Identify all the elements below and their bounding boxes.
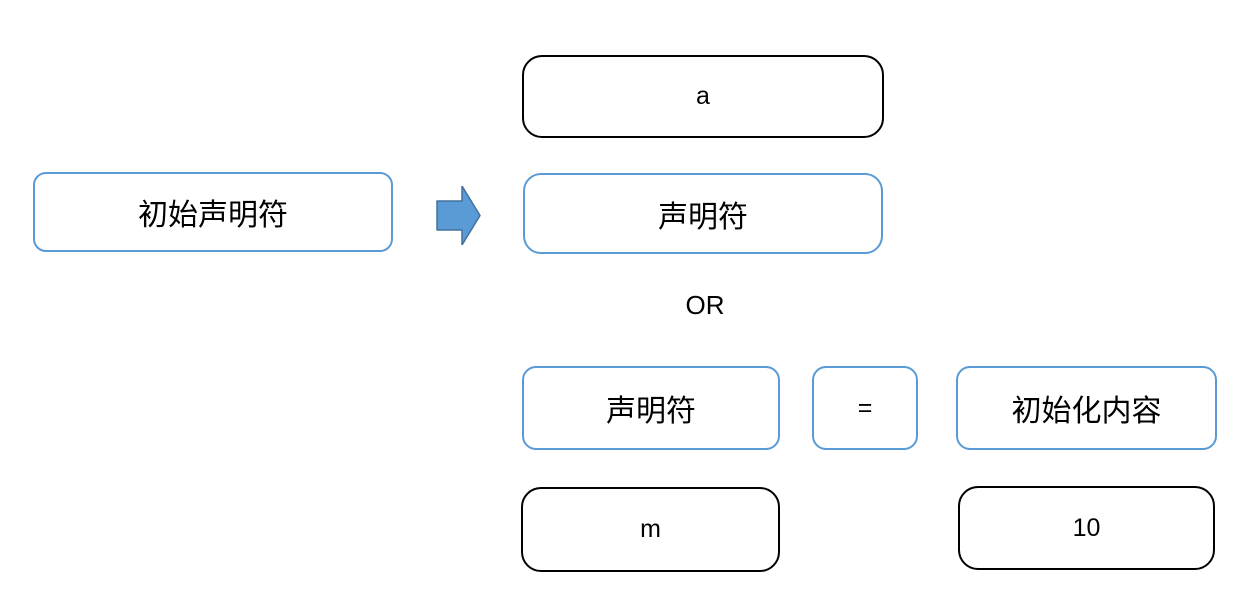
- or-label: OR: [685, 289, 725, 320]
- node-equals: =: [812, 366, 918, 450]
- node-init-declarator-label: 初始声明符: [138, 199, 288, 232]
- node-initializer-label: 初始化内容: [1011, 395, 1162, 428]
- node-declarator: 声明符: [523, 173, 883, 254]
- node-example-10: 10: [958, 486, 1215, 570]
- node-declarator-2: 声明符: [522, 366, 780, 450]
- node-declarator-label: 声明符: [658, 200, 748, 234]
- node-example-m: m: [521, 487, 780, 572]
- node-example-a-label: a: [696, 82, 710, 110]
- node-equals-label: =: [857, 393, 873, 422]
- node-init-declarator: 初始声明符: [33, 172, 393, 252]
- node-initializer: 初始化内容: [956, 366, 1217, 450]
- node-example-10-label: 10: [1072, 513, 1101, 542]
- node-example-a: a: [522, 55, 884, 138]
- node-example-m-label: m: [640, 515, 661, 543]
- node-declarator-2-label: 声明符: [606, 395, 696, 428]
- right-block-arrow-icon: [436, 186, 481, 245]
